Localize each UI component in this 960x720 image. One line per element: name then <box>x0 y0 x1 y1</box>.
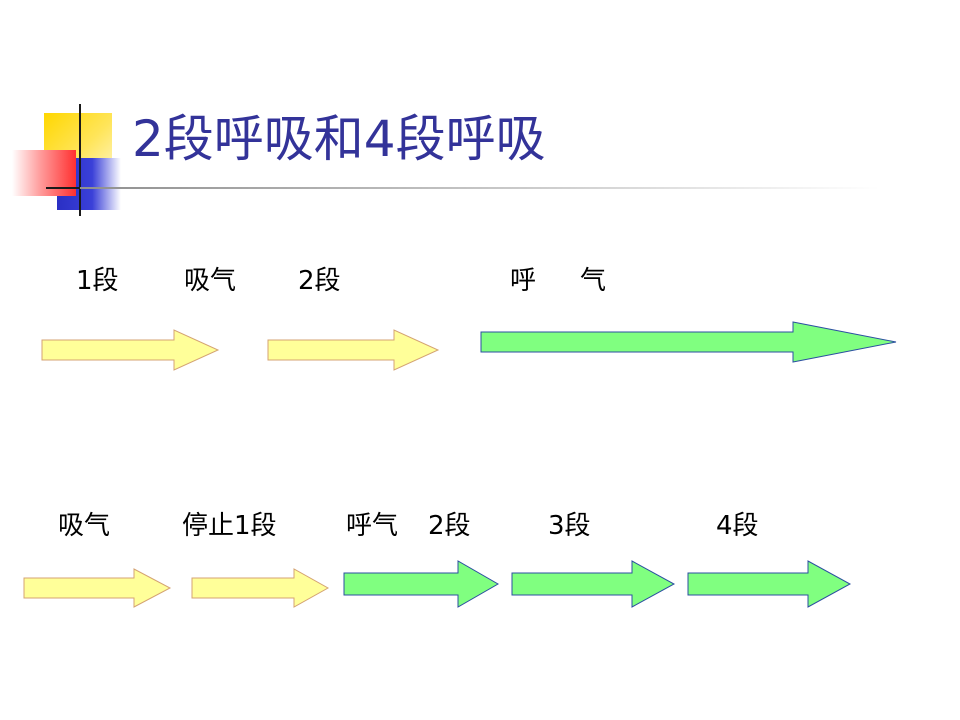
row2-arrow-exhale-stage2 <box>343 560 500 608</box>
row1-label-exhale-char2: 气 <box>580 266 607 296</box>
row1-arrow-exhale <box>480 321 897 363</box>
row2-label-stage2: 2段 <box>428 511 471 541</box>
row2-label-stage3: 3段 <box>548 511 591 541</box>
row2-arrow-exhale-stage4 <box>687 560 852 608</box>
row2-arrow-exhale-stage3 <box>511 560 676 608</box>
row2-label-hold-stage1: 停止1段 <box>182 511 277 541</box>
decorative-vertical-line <box>79 104 81 216</box>
row1-label-stage1: 1段 <box>76 266 119 296</box>
title-underline <box>80 187 880 189</box>
row1-label-exhale-char1: 呼 <box>510 266 537 296</box>
row2-label-stage4: 4段 <box>716 511 759 541</box>
row2-arrow-inhale <box>23 568 172 608</box>
row1-arrow-inhale-stage1 <box>41 329 220 371</box>
row2-label-inhale: 吸气 <box>58 511 111 541</box>
slide-title: 2段呼吸和4段呼吸 <box>132 110 546 168</box>
row1-label-inhale: 吸气 <box>184 266 237 296</box>
row2-arrow-hold <box>191 568 330 608</box>
row2-label-exhale: 呼气 <box>346 511 399 541</box>
row1-label-stage2: 2段 <box>298 266 341 296</box>
row1-arrow-inhale-stage2 <box>267 329 440 371</box>
